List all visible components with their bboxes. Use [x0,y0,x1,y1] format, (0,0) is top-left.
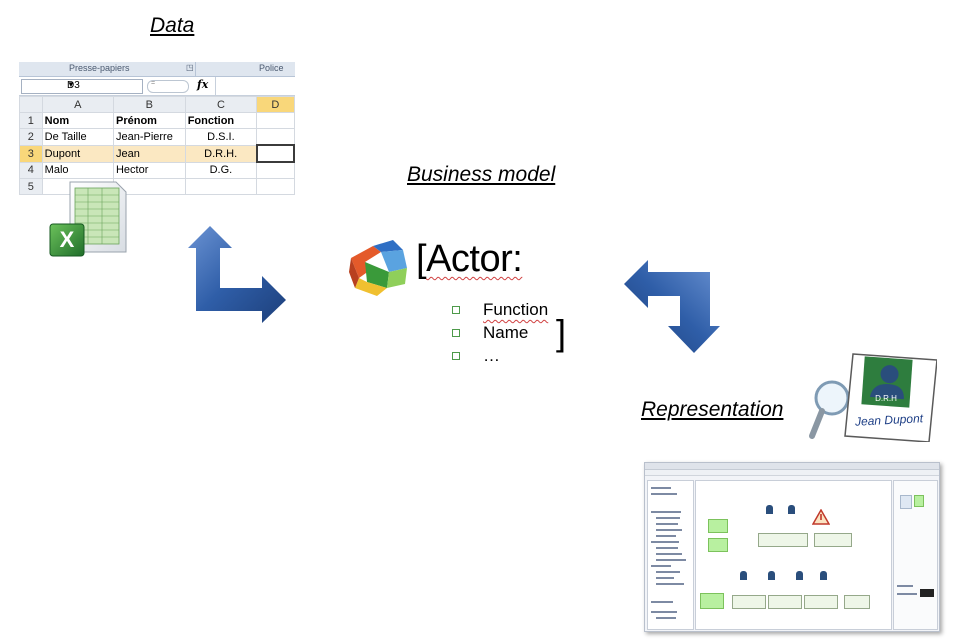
table-cell: Nom [41,112,114,129]
column-header: B [112,96,186,113]
name-box-value: D3 [67,80,80,91]
close-bracket: ] [556,312,567,353]
list-item: Name [452,323,548,346]
table-cell: Dupont [41,144,114,163]
dialog-launcher-icon: ◳ [186,63,194,72]
representation-heading: Representation [641,398,784,421]
formula-separator [215,77,216,95]
magnifier-icon [809,380,850,439]
table-cell [184,178,258,195]
ribbon-group-clipboard: Presse-papiers [69,63,130,73]
window-titlebar [645,463,939,470]
spreadsheet-snippet: Presse-papiers ◳ Police D3 ▼ = fx A B C … [19,62,295,197]
table-cell [256,128,295,146]
excel-file-icon: X [49,181,127,257]
column-header-selected: D [256,96,295,113]
ellipsis-icon: = [151,80,156,87]
table-cell [256,112,295,129]
formula-bar-toggle: = [147,80,189,93]
window-toolbar [645,470,939,476]
properties-panel [893,480,938,630]
application-screenshot [644,462,940,632]
table-cell [256,161,295,179]
active-cell [255,144,295,163]
row-header: 5 [19,178,43,195]
list-item: Function [452,300,548,323]
table-cell: D.R.H. [184,144,258,163]
column-header: A [41,96,114,113]
table-cell: Hector [112,161,186,179]
svg-text:X: X [60,227,75,252]
puzzle-model-icon [349,240,407,296]
actor-attributes-list: Function Name … [452,300,548,369]
actor-title: [Actor: [416,238,523,281]
table-cell: De Taille [41,128,114,146]
row-header: 2 [19,128,43,146]
person-card-icon [844,353,937,442]
ribbon-bar: Presse-papiers ◳ Police [19,62,295,77]
actor-label: Actor: [426,238,523,280]
arrow-data-to-model-icon [188,226,286,323]
attribute-label: Function [483,300,549,319]
arrow-model-to-representation-icon [624,260,720,353]
row-header: 1 [19,112,43,129]
bullet-square-icon [452,329,460,337]
table-cell: Prénom [112,112,186,129]
cell-grid: A B C D 1 Nom Prénom Fonction 2 De Taill… [19,96,295,195]
name-box: D3 ▼ [21,79,143,94]
navigator-panel [647,480,694,630]
warning-icon [812,509,830,525]
card-role: D.R.H [875,394,897,403]
bullet-square-icon [452,306,460,314]
business-model-heading: Business model [407,163,556,186]
table-cell: D.S.I. [184,128,258,146]
function-icon: fx [197,78,209,91]
table-cell: Jean [112,144,186,163]
ribbon-separator [195,62,196,76]
column-header: C [184,96,258,113]
attribute-label: Name [483,323,529,342]
diagram-canvas [695,480,892,630]
select-all-corner [19,96,43,113]
ribbon-group-font: Police [259,63,284,73]
data-heading: Data [150,14,195,37]
attribute-label: … [483,346,500,365]
table-cell: Malo [41,161,114,179]
list-item: … [452,346,548,369]
bullet-square-icon [452,352,460,360]
open-bracket: [ [416,238,427,280]
row-header: 4 [19,161,43,179]
row-header-selected: 3 [19,144,43,163]
formula-bar: D3 ▼ = fx [19,77,295,96]
table-cell: Fonction [184,112,258,129]
table-cell: Jean-Pierre [112,128,186,146]
table-cell [256,178,295,195]
chevron-down-icon: ▼ [67,80,75,89]
table-cell: D.G. [184,161,258,179]
